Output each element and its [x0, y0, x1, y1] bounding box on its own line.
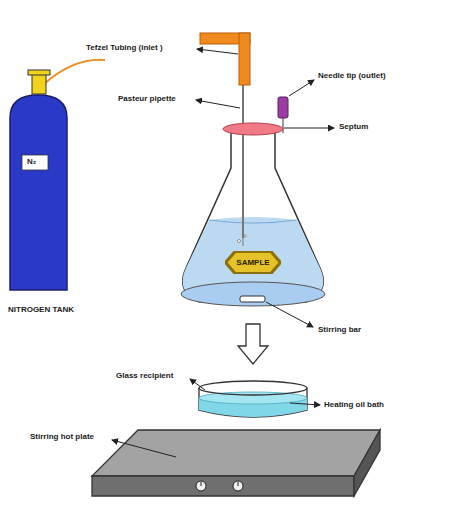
- part-label: Stirring bar: [318, 326, 361, 335]
- oil-bath-dish: [199, 381, 307, 417]
- part-label: Septum: [339, 123, 368, 132]
- leader-lines: [112, 49, 334, 457]
- part-label: Tefzel Tubing (inlet ): [86, 44, 163, 53]
- erlenmeyer-flask: [181, 132, 325, 306]
- part-label: Pasteur pipette: [118, 95, 176, 104]
- septum: [223, 123, 283, 135]
- gas-label: N₂: [27, 158, 36, 167]
- part-label: Glass recipient: [116, 372, 173, 381]
- stirring-bar: [240, 296, 265, 302]
- node-text: SAMPLE: [225, 258, 281, 267]
- part-label: Heating oil bath: [324, 401, 384, 410]
- part-label: Needle tip (outlet): [318, 72, 386, 81]
- process-arrow: [238, 324, 268, 364]
- part-label: Stirring hot plate: [30, 433, 94, 442]
- sample-hexagon: SAMPLE: [225, 251, 281, 274]
- pasteur-pipette: [238, 85, 247, 246]
- nitrogen-tank: [10, 60, 105, 290]
- stirring-hot-plate: [92, 430, 380, 496]
- part-label: NITROGEN TANK: [8, 306, 74, 315]
- tefzel-tubing: [200, 33, 250, 85]
